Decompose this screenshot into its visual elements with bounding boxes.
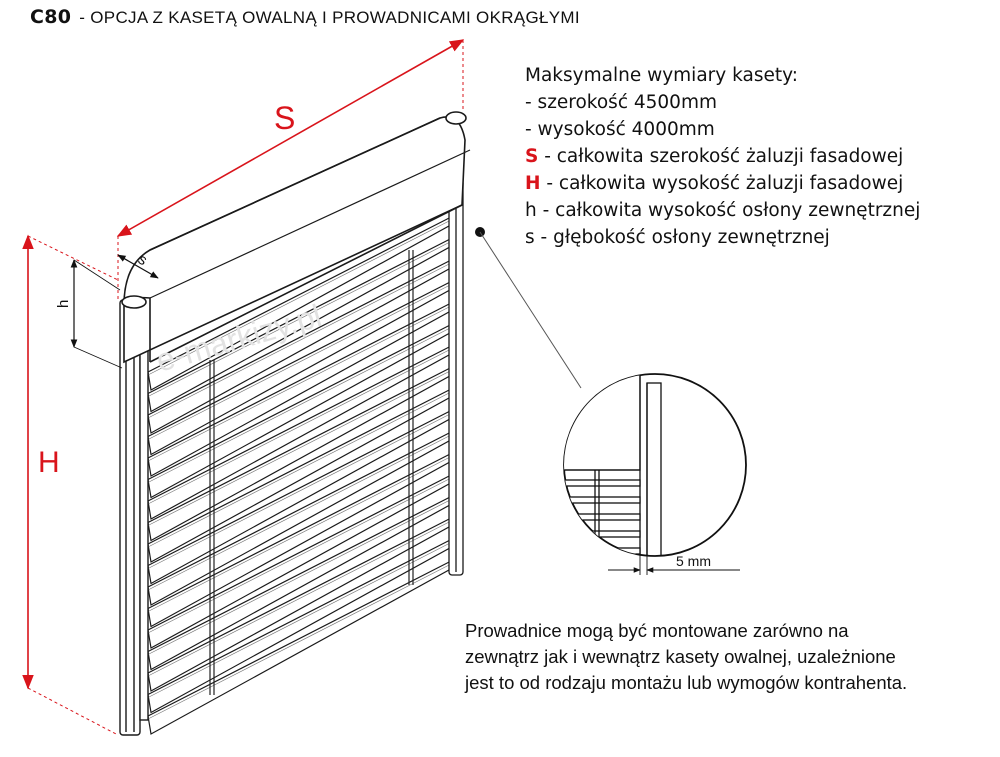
legend-s: s - głębokość osłony zewnętrznej bbox=[525, 227, 830, 248]
slat-edge bbox=[147, 346, 456, 505]
spec-max-height: - wysokość 4000mm bbox=[525, 119, 715, 140]
spec-max-width: - szerokość 4500mm bbox=[525, 92, 717, 113]
page-title: C80 - OPCJA Z KASETĄ OWALNĄ I PROWADNICAM… bbox=[30, 6, 580, 28]
slat-edge bbox=[147, 239, 456, 397]
slat-edge bbox=[147, 432, 456, 591]
product-subtitle: - OPCJA Z KASETĄ OWALNĄ I PROWADNICAMI O… bbox=[79, 8, 580, 27]
label-S: S bbox=[274, 100, 295, 136]
detail-slat bbox=[564, 513, 641, 521]
dimension-H: H bbox=[22, 234, 119, 736]
note-line: Prowadnice mogą być montowane zarówno na bbox=[465, 620, 849, 641]
slat-edge bbox=[147, 282, 456, 440]
left-guide-rail bbox=[119, 299, 149, 736]
product-code: C80 bbox=[30, 6, 72, 28]
detail-slat bbox=[564, 547, 641, 555]
mounting-note: Prowadnice mogą być montowane zarówno na… bbox=[465, 618, 995, 696]
slat-edge bbox=[147, 454, 456, 612]
legend-H: H - całkowita wysokość żaluzji fasadowej bbox=[525, 173, 904, 194]
slat-edge bbox=[147, 389, 456, 548]
slat-edge bbox=[147, 518, 456, 677]
slat-edge bbox=[147, 561, 456, 720]
slat-edge bbox=[147, 260, 456, 419]
label-h: h bbox=[55, 300, 72, 308]
detail-slat bbox=[564, 530, 641, 538]
spec-list: Maksymalne wymiary kasety: - szerokość 4… bbox=[525, 62, 920, 251]
detail-dimension-label: 5 mm bbox=[676, 553, 711, 569]
note-line: jest to od rodzaju montażu lub wymogów k… bbox=[465, 672, 908, 693]
slat-edge bbox=[147, 325, 456, 483]
dimension-h: h bbox=[55, 259, 123, 369]
slat-edge bbox=[147, 217, 456, 376]
slat-edge bbox=[147, 303, 456, 462]
slat-edge bbox=[147, 497, 456, 655]
slat-edge bbox=[147, 411, 456, 569]
ladder-tapes bbox=[209, 250, 414, 695]
detail-slat bbox=[564, 479, 641, 487]
slat-edge bbox=[147, 540, 456, 698]
slat-edge bbox=[147, 368, 456, 526]
note-line: zewnątrz jak i wewnątrz kasety owalnej, … bbox=[465, 646, 896, 667]
detail-magnifier: 5 mm bbox=[563, 373, 747, 575]
label-H: H bbox=[38, 446, 60, 479]
detail-slat bbox=[564, 496, 641, 504]
spec-heading: Maksymalne wymiary kasety: bbox=[525, 65, 798, 86]
legend-h: h - całkowita wysokość osłony zewnętrzne… bbox=[525, 200, 921, 221]
slat-edge bbox=[147, 475, 456, 634]
legend-S: S - całkowita szerokość żaluzji fasadowe… bbox=[525, 146, 904, 167]
right-guide-rail bbox=[448, 179, 464, 576]
detail-pointer bbox=[475, 227, 582, 389]
